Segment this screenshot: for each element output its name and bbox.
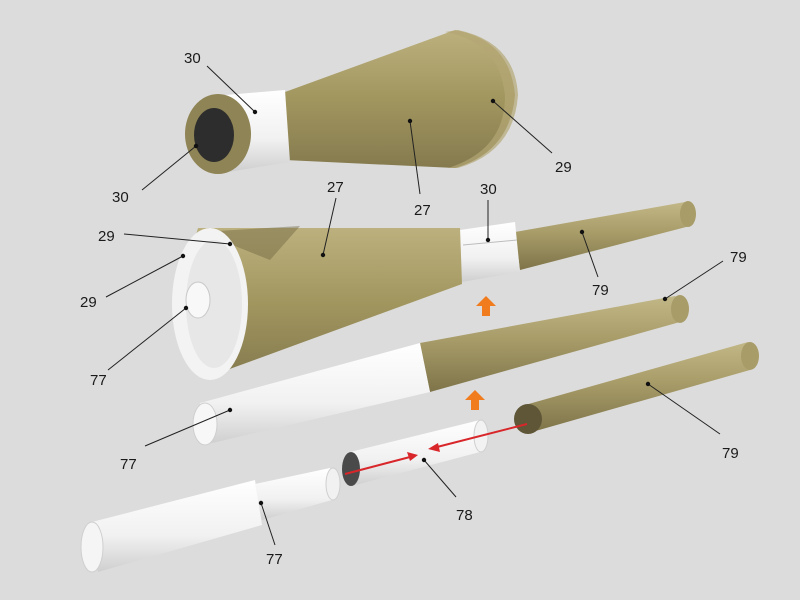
red-arrow-right-head	[407, 452, 418, 461]
middle-cone-assembly	[172, 201, 696, 380]
rod-left-end	[80, 521, 104, 573]
rod-main	[88, 480, 262, 572]
orange-arrow-lower	[465, 390, 485, 410]
label-bottom-79: 79	[722, 445, 739, 462]
assembly-arrows	[344, 296, 528, 475]
leader-lines	[105, 65, 724, 546]
middle-white-collar	[460, 222, 520, 282]
label-mid-29-b: 29	[80, 294, 97, 311]
red-arrow-left-line	[436, 423, 528, 448]
bottom-white-rod	[80, 467, 341, 573]
top-tube-end-inner	[194, 108, 234, 162]
orange-arrow-upper	[476, 296, 496, 316]
label-top-27: 27	[414, 202, 431, 219]
rod-step	[255, 468, 335, 520]
lower-tube-white	[200, 343, 430, 444]
top-cone-band	[445, 30, 518, 168]
lower-long-tube	[192, 295, 689, 446]
label-mid-30: 30	[480, 181, 497, 198]
red-arrow-right-line	[344, 456, 411, 475]
label-low-79: 79	[730, 249, 747, 266]
bottom-khaki-tube-body	[525, 342, 756, 432]
label-bottom-77: 77	[266, 551, 283, 568]
label-mid-77: 77	[90, 372, 107, 389]
middle-cone-hub	[185, 281, 211, 319]
label-mid-29-a: 29	[98, 228, 115, 245]
lower-tube-white-end	[192, 402, 218, 446]
bottom-khaki-tube-end-right	[741, 342, 759, 370]
middle-cone-end-face	[186, 240, 242, 368]
label-mid-27: 27	[327, 179, 344, 196]
label-bottom-78: 78	[456, 507, 473, 524]
sleeve-left-end	[342, 452, 360, 486]
middle-cone-body	[188, 228, 462, 378]
bottom-khaki-tube-end-left	[514, 404, 542, 434]
lower-tube-khaki-end	[671, 295, 689, 323]
part-labels: 30 30 27 29 27 30 29 29 79 77 79 77 79 7…	[80, 50, 747, 568]
label-mid-79: 79	[592, 282, 609, 299]
middle-tube-right	[515, 202, 694, 270]
rod-step-end	[325, 467, 341, 501]
middle-tube-right-end	[680, 201, 696, 227]
red-arrow-left-head	[428, 443, 440, 452]
top-cone-assembly	[185, 30, 518, 174]
label-top-30-upper: 30	[184, 50, 201, 67]
label-top-29: 29	[555, 159, 572, 176]
sleeve-body	[350, 420, 485, 486]
bottom-white-sleeve	[342, 419, 489, 486]
label-low-77: 77	[120, 456, 137, 473]
lower-tube-khaki	[420, 296, 685, 392]
label-top-30-lower: 30	[112, 189, 129, 206]
top-cone-body	[285, 30, 515, 168]
